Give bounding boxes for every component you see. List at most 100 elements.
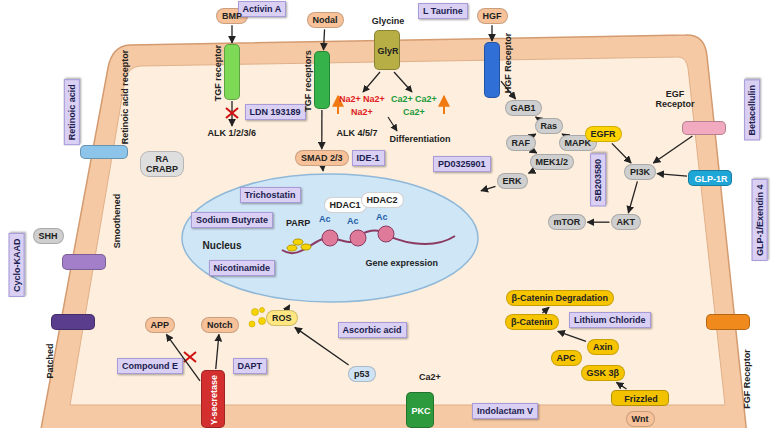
receptor-shape: Frizzled xyxy=(611,390,669,406)
pathway-arrow xyxy=(628,181,637,213)
pathway-arrow xyxy=(321,110,322,149)
node-text: LDN 193189 xyxy=(250,107,301,117)
pathway-arrow xyxy=(542,307,549,313)
pathway-arrow xyxy=(491,25,492,41)
compound-box: Compound E xyxy=(117,358,183,374)
annotation-label: Ac xyxy=(319,215,331,225)
node-text: GAB1 xyxy=(511,103,536,113)
node-text: GlyR xyxy=(377,46,398,56)
annotation-label: PARP xyxy=(286,219,310,229)
compound-box: Activin A xyxy=(238,1,287,17)
compound-box: Ascorbic acid xyxy=(338,322,407,338)
annotation-label: Ca2+ xyxy=(419,373,441,383)
node-text: DAPT xyxy=(238,361,263,371)
node-text: BMP xyxy=(222,11,242,21)
node-text: Betacellulin xyxy=(747,85,757,136)
node-text: Axin xyxy=(593,342,613,352)
node-text: Patched xyxy=(45,343,55,378)
node-text: GLP-1R xyxy=(694,174,727,184)
node-text: ERK xyxy=(503,176,522,186)
pathway-arrow xyxy=(587,222,609,223)
molecule-cloud: mTOR xyxy=(548,214,587,230)
molecule-cloud: APP xyxy=(145,317,176,333)
pathway-arrow xyxy=(653,136,692,163)
molecule-cloud: Ras xyxy=(535,118,564,134)
molecule-cloud: HDAC1 xyxy=(324,197,367,213)
node-text: RAF xyxy=(512,138,531,148)
node-text: HDAC1 xyxy=(330,200,361,210)
molecule-cloud: GSK 3β xyxy=(581,365,626,381)
annotation-label: Ca2+ xyxy=(415,95,437,105)
ros-dots xyxy=(249,308,266,328)
molecule-cloud: Wnt xyxy=(626,411,655,427)
compound-box: Trichostatin xyxy=(240,187,301,203)
molecule-cloud: RAF xyxy=(506,135,537,151)
pathway-arrow xyxy=(534,134,536,135)
node-text: PKC xyxy=(411,406,430,416)
node-text: Trichostatin xyxy=(245,190,296,200)
node-text: MAPK xyxy=(565,138,592,148)
node-text: Lithium Chloride xyxy=(574,315,646,325)
node-text: APP xyxy=(151,320,170,330)
node-text: β-Catenin Degradation xyxy=(512,293,609,303)
molecule-cloud: AKT xyxy=(611,214,642,230)
compound-box: Cyclo-KAAD xyxy=(9,233,25,297)
node-text: β-Catenin xyxy=(511,317,553,327)
molecule-cloud: Axin xyxy=(587,339,619,355)
pathway-arrow xyxy=(231,25,232,43)
cell-membrane xyxy=(38,35,748,428)
node-text: ROS xyxy=(272,313,292,323)
node-text: Sodium Butyrate xyxy=(196,215,268,225)
ion-arrow xyxy=(394,72,412,92)
pathway-arrow xyxy=(287,305,289,309)
receptor-shape: EGF Receptor xyxy=(682,121,726,135)
pathway-arrow xyxy=(324,29,325,50)
compound-box: SB203580 xyxy=(590,154,606,207)
annotation-label: Na2+ xyxy=(351,108,373,118)
node-text: EGFR xyxy=(591,129,616,139)
molecule-cloud: ROS xyxy=(266,310,298,326)
node-text: Nicotinamide xyxy=(214,263,271,273)
node-text: CRABP xyxy=(146,164,178,174)
compound-box: L Taurine xyxy=(418,3,468,19)
node-text: TGF receptor xyxy=(213,45,223,102)
pathway-arrow xyxy=(322,167,324,171)
pathway-arrow xyxy=(481,186,496,191)
increase-arrow xyxy=(443,96,445,114)
annotation-label: Differentiation xyxy=(390,135,451,145)
receptor-shape: HGF Receptor xyxy=(484,42,500,98)
node-text: GSK 3β xyxy=(587,368,620,378)
node-text: SB203580 xyxy=(593,159,603,202)
node-text: APC xyxy=(557,353,576,363)
compound-box: DAPT xyxy=(233,358,268,374)
annotation-label: Na2+ xyxy=(339,95,361,105)
node-text: Cyclo-KAAD xyxy=(12,238,22,292)
annotation-label: Ac xyxy=(347,217,359,227)
increase-arrow xyxy=(337,96,339,114)
molecule-cloud: Nodal xyxy=(307,12,344,28)
pathway-arrow xyxy=(612,143,631,163)
annotation-label: ALK 4/5/7 xyxy=(337,129,378,139)
node-text: FGF Receptor xyxy=(742,349,752,409)
compound-box: Indolactam V xyxy=(472,403,538,419)
annotation-label: ALK 1/2/3/6 xyxy=(208,129,257,139)
node-text: Compound E xyxy=(122,361,178,371)
molecule-cloud: p53 xyxy=(348,366,376,382)
node-text: Nodal xyxy=(313,15,338,25)
molecule-cloud: HGF xyxy=(477,8,508,24)
receptor-shape: GlycineGlyR xyxy=(374,30,400,70)
molecule-cloud: APC xyxy=(551,350,582,366)
molecule-cloud: β-Catenin xyxy=(505,314,559,330)
node-text: AKT xyxy=(617,217,636,227)
pathway-arrow xyxy=(657,174,687,176)
annotation-label: Ca2+ xyxy=(403,108,425,118)
block-cross xyxy=(226,108,238,118)
receptor-shape: Y-secretase xyxy=(201,370,225,428)
nucleus-ellipse: NucleusTrichostatinSodium ButyrateNicoti… xyxy=(180,172,480,304)
compound-box: Retinoic acid xyxy=(64,79,80,145)
nucleus-outline xyxy=(180,172,480,304)
receptor-shape: Smoothened xyxy=(62,254,106,270)
molecule-cloud: ERK xyxy=(497,173,528,189)
node-text: Smoothened xyxy=(112,194,122,249)
molecule-cloud: SMAD 2/3 xyxy=(295,150,349,166)
